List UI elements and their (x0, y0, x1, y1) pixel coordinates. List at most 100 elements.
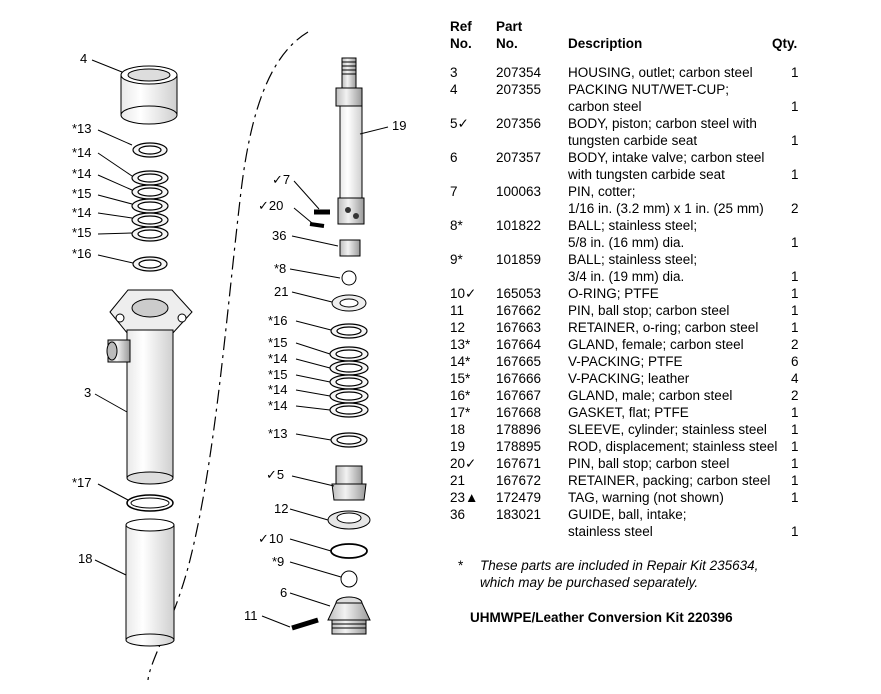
callout-16a: *16 (72, 246, 92, 261)
ref-cell: 23▲ (450, 490, 479, 505)
description-cell: GLAND, male; carbon steel (568, 388, 733, 403)
qty-cell: 1 (791, 286, 799, 301)
qty-cell: 1 (791, 456, 799, 471)
ref-cell: 15* (450, 371, 471, 386)
header-qty: Qty. (772, 36, 798, 51)
description-cell: stainless steel (568, 524, 653, 539)
ref-cell: 6 (450, 150, 458, 165)
left-packing-stack (131, 142, 169, 272)
part-number-cell: 101859 (496, 252, 542, 267)
ref-cell: 7 (450, 184, 458, 199)
ref-cell: 17* (450, 405, 471, 420)
part-number-cell: 101822 (496, 218, 542, 233)
qty-cell: 1 (791, 303, 799, 318)
outlet-housing-part (106, 289, 193, 485)
qty-cell: 1 (791, 320, 799, 335)
description-cell: PIN, ball stop; carbon steel (568, 303, 730, 318)
callout-10: ✓10 (258, 531, 284, 546)
ref-cell: 10✓ (450, 286, 477, 301)
description-cell: V-PACKING; leather (568, 371, 690, 386)
part-number-cell: 167664 (496, 337, 542, 352)
description-cell: RETAINER, o-ring; carbon steel (568, 320, 759, 335)
ref-cell: 5✓ (450, 116, 469, 131)
qty-cell: 2 (791, 388, 799, 403)
part-number-cell: 167672 (496, 473, 542, 488)
description-cell: BODY, intake valve; carbon steel (568, 150, 765, 165)
header-ref-bottom: No. (450, 36, 472, 51)
callout-19: 19 (392, 118, 407, 133)
part-number-cell: 167665 (496, 354, 542, 369)
callout-14b: *14 (72, 166, 92, 181)
callout-14d: *14 (268, 351, 288, 366)
callout-14e: *14 (268, 382, 288, 397)
qty-cell: 4 (791, 371, 799, 386)
description-cell: 5/8 in. (16 mm) dia. (568, 235, 685, 250)
callout-13a: *13 (72, 121, 92, 136)
conversion-kit-title: UHMWPE/Leather Conversion Kit 220396 (470, 610, 733, 625)
part-number-cell: 167671 (496, 456, 542, 471)
description-cell: O-RING; PTFE (568, 286, 659, 301)
callout-5: ✓5 (266, 467, 285, 482)
description-cell: PACKING NUT/WET-CUP; (568, 82, 730, 97)
part-number-cell: 165053 (496, 286, 542, 301)
piston-body-part (331, 465, 367, 501)
header-description: Description (568, 36, 643, 51)
description-cell: PIN, ball stop; carbon steel (568, 456, 730, 471)
part-number-cell: 167667 (496, 388, 542, 403)
callout-11: 11 (244, 608, 258, 623)
ref-cell: 16* (450, 388, 471, 403)
callout-21: 21 (274, 284, 289, 299)
description-cell: 1/16 in. (3.2 mm) x 1 in. (25 mm) (568, 201, 764, 216)
part-number-cell: 207357 (496, 150, 542, 165)
header-ref-top: Ref (450, 19, 472, 34)
part-number-cell: 172479 (496, 490, 542, 505)
part-number-cell: 178895 (496, 439, 542, 454)
callout-17: *17 (72, 475, 92, 490)
callout-15c: *15 (268, 335, 288, 350)
description-cell: BALL; stainless steel; (568, 252, 698, 267)
description-cell: 3/4 in. (19 mm) dia. (568, 269, 685, 284)
callout-13b: *13 (268, 426, 288, 441)
description-cell: with tungsten carbide seat (568, 167, 725, 182)
qty-cell: 1 (791, 422, 799, 437)
qty-cell: 1 (791, 405, 799, 420)
qty-cell: 1 (791, 439, 799, 454)
intake-valve-body-part (327, 596, 371, 635)
qty-cell: 2 (791, 201, 799, 216)
qty-cell: 1 (791, 269, 799, 284)
qty-cell: 1 (791, 473, 799, 488)
ref-cell: 12 (450, 320, 466, 335)
ref-cell: 21 (450, 473, 466, 488)
description-cell: RETAINER, packing; carbon steel (568, 473, 771, 488)
callout-15d: *15 (268, 367, 288, 382)
parts-illustration (91, 31, 389, 681)
qty-cell: 1 (791, 99, 799, 114)
callout-6: 6 (280, 585, 288, 600)
callout-15b: *15 (72, 225, 92, 240)
header-part-bottom: No. (496, 36, 518, 51)
callout-36: 36 (272, 228, 287, 243)
description-cell: V-PACKING; PTFE (568, 354, 683, 369)
description-cell: SLEEVE, cylinder; stainless steel (568, 422, 767, 437)
description-cell: tungsten carbide seat (568, 133, 698, 148)
packing-nut-part (120, 65, 178, 125)
description-cell: GUIDE, ball, intake; (568, 507, 687, 522)
ref-cell: 13* (450, 337, 471, 352)
callout-3: 3 (84, 385, 92, 400)
part-number-cell: 207356 (496, 116, 542, 131)
description-cell: BODY, piston; carbon steel with (568, 116, 757, 131)
callout-14c: *14 (72, 205, 92, 220)
callout-8: *8 (274, 261, 287, 276)
description-cell: HOUSING, outlet; carbon steel (568, 65, 753, 80)
callout-4: 4 (80, 51, 88, 66)
ref-cell: 36 (450, 507, 466, 522)
ref-cell: 19 (450, 439, 466, 454)
callout-14f: *14 (268, 398, 288, 413)
part-number-cell: 207354 (496, 65, 542, 80)
part-number-cell: 178896 (496, 422, 542, 437)
description-cell: ROD, displacement; stainless steel (568, 439, 778, 454)
note-line-1: These parts are included in Repair Kit 2… (480, 558, 759, 573)
description-cell: GLAND, female; carbon steel (568, 337, 744, 352)
qty-cell: 1 (791, 235, 799, 250)
description-cell: BALL; stainless steel; (568, 218, 698, 233)
